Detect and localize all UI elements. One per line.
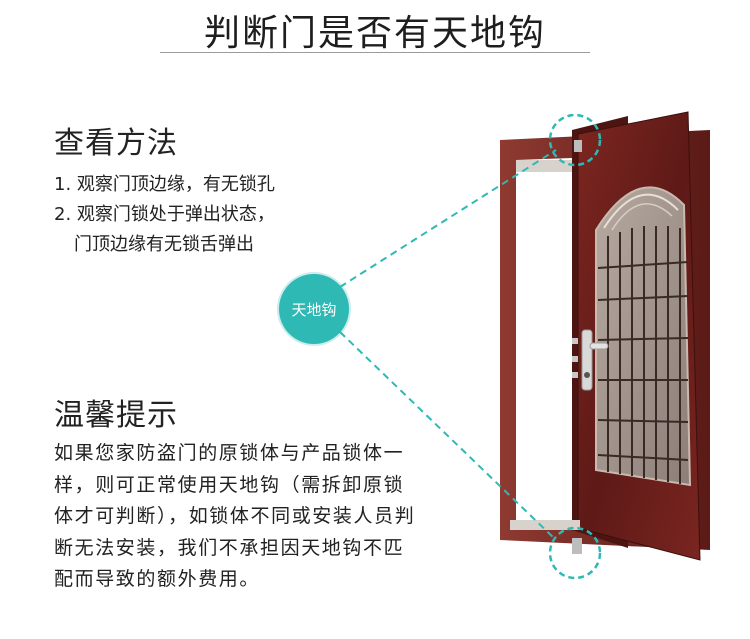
- tips-heading: 温馨提示: [54, 398, 178, 433]
- door-leaf: [510, 111, 701, 561]
- check-heading: 查看方法: [54, 126, 178, 161]
- page-title: 判断门是否有天地钩: [203, 13, 546, 54]
- step-2: 2. 观察门锁处于弹出状态，: [54, 204, 275, 225]
- top-highlight-circle: [548, 113, 602, 167]
- step-1: 1. 观察门顶边缘，有无锁孔: [54, 174, 275, 195]
- pointer-line-top: [339, 149, 557, 288]
- title-divider: [160, 52, 590, 53]
- hook-badge: 天地钩: [279, 274, 349, 344]
- tips-body: 如果您家防盗门的原锁体与产品锁体一样，则可正常使用天地钩（需拆卸原锁体才可判断）…: [54, 442, 416, 590]
- bottom-highlight-circle: [548, 526, 602, 580]
- check-steps: 1. 观察门顶边缘，有无锁孔 2. 观察门锁处于弹出状态， 门顶边缘有无锁舌弹出: [54, 170, 275, 260]
- pointer-line-bottom: [339, 331, 557, 541]
- step-2-continued: 门顶边缘有无锁舌弹出: [74, 234, 254, 255]
